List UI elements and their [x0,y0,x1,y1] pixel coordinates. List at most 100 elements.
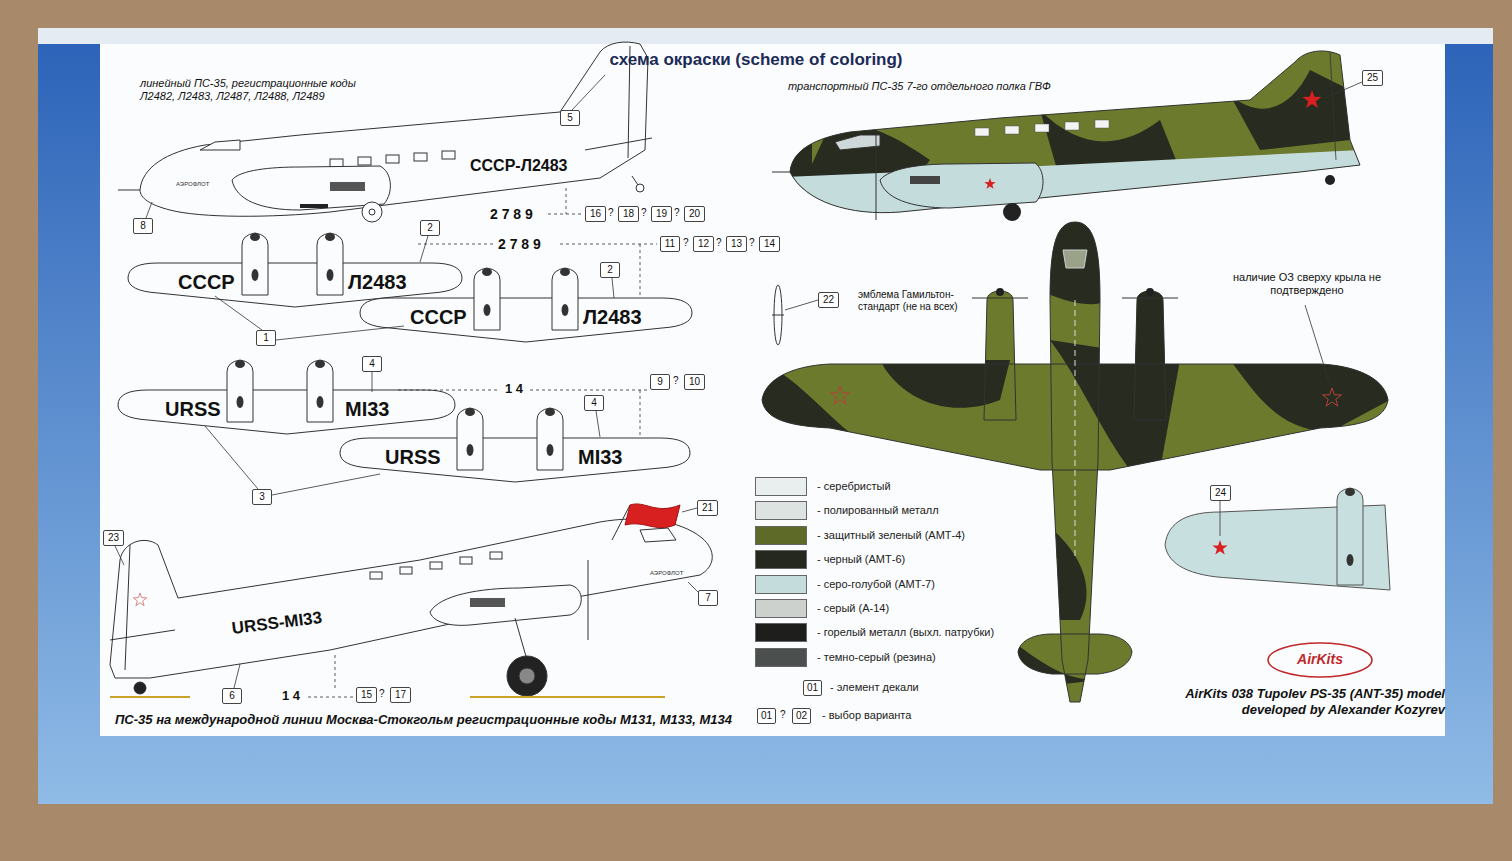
wing-planform [237,396,244,408]
leader-line [572,75,605,110]
leader-line [1220,501,1221,536]
legend-swatch [755,477,807,496]
wing-marking: Л2483 [348,270,407,294]
leader-line [1305,305,1330,385]
legend-sample: 01 [803,680,822,696]
callout-text: 10 [689,376,700,387]
legend-sample: 01 [757,708,776,724]
camouflage-side-view [910,176,940,184]
camouflage-plan-view [750,215,1400,710]
international-side-view [519,668,535,684]
camouflage-plan-view [1040,520,1086,620]
wing-planform [545,408,555,416]
callout-number: 12 [693,236,714,252]
callout-text: 25 [1367,72,1378,83]
callout-text: 24 [1215,487,1226,498]
airliner-side-view [118,42,652,222]
callout-number: 24 [1210,485,1231,501]
option-dashed-line [548,188,582,214]
wing-marking: URSS [385,445,441,469]
ground-line [110,696,665,698]
callout-number: 9 [650,374,670,390]
wing-planform [537,408,563,470]
international-side-view [490,552,502,559]
airliner-side-view [140,42,648,216]
callout-text: 11 [665,238,675,249]
camouflage-side-view [1035,124,1049,132]
callout-number: 11 [660,236,680,252]
callout-text: 5 [567,112,573,123]
camouflage-side-view [975,128,989,136]
airline-marking: АЭРОФЛОТ [650,570,683,577]
camouflage-plan-view [830,386,849,404]
callout-text: 1 [263,332,269,343]
camouflage-side-view [876,135,877,220]
wing-planform [235,233,570,456]
note: эмблема Гамильтон-стандарт (не на всех) [858,289,970,313]
camouflage-plan-view [880,360,1010,408]
international-side-view [640,528,676,542]
wing-planform [317,396,324,408]
tail-number: 1 4 [505,381,523,397]
variant-caption: ПС-35 на международной линии Москва-Сток… [115,712,732,728]
camouflage-plan-view [1075,300,1076,560]
camouflage-plan-view [984,291,1016,420]
international-side-view [125,545,130,670]
legend-text: - элемент декали [830,678,919,697]
option-mark: ? [716,237,722,249]
camouflage-side-view [1302,90,1321,108]
underwing-view [1212,540,1227,554]
wing-planform [118,390,455,434]
international-side-view [507,656,547,696]
wing-planform [467,444,474,456]
callout-number: 10 [684,374,705,390]
wing-planform [327,269,334,281]
brand-logo: AirKits [1297,651,1343,668]
camouflage-plan-view [1134,291,1166,420]
leader-line [785,300,818,310]
wing-planform [307,360,333,422]
option-mark: ? [780,709,786,721]
airliner-side-view [414,153,427,161]
callout-text: 8 [140,220,146,231]
callout-number: 22 [818,292,839,308]
international-side-view [134,682,146,694]
wing-planform [325,233,335,241]
callout-text: 22 [823,294,834,305]
camouflage-side-view [772,172,790,173]
airliner-side-view [585,138,652,150]
wing-planform [118,233,692,482]
option-dashed-line [308,188,657,697]
registration-mark: СССР-Л2483 [470,156,567,175]
camouflage-plan-view [750,215,1400,710]
wing-planform [482,268,492,276]
callout-text: 19 [656,208,667,219]
variant-note: линейный ПС-35, регистрационные коды Л24… [140,77,368,103]
leader-line [115,75,1362,688]
camouflage-side-view [975,120,1109,136]
camouflage-plan-view [1322,388,1341,406]
legend-text: - серебристый [817,477,891,496]
wing-planform [317,233,343,295]
international-side-view [515,618,527,660]
wing-planform [227,360,253,422]
legend-sample: 02 [792,708,811,724]
camouflage-plan-view [760,360,860,440]
kit-credit: AirKits 038 Tupolev PS-35 (ANT-35) model… [1145,686,1445,717]
option-mark: ? [673,375,679,387]
propeller-emblem [772,315,784,316]
airliner-side-view [330,159,343,167]
leader-line [234,664,240,688]
callout-number: 1 [256,330,276,346]
legend-text: - темно-серый (резина) [817,648,936,667]
wing-marking: СССР [410,305,467,329]
legend-swatch [755,501,807,520]
wing-planform [562,304,569,316]
callout-number: 8 [133,218,153,234]
camouflage-plan-view [1010,640,1100,690]
tail-number: 1 4 [282,688,300,704]
wing-planform [360,298,692,342]
camouflage-plan-view [1063,250,1087,268]
legend-swatch [755,575,807,594]
